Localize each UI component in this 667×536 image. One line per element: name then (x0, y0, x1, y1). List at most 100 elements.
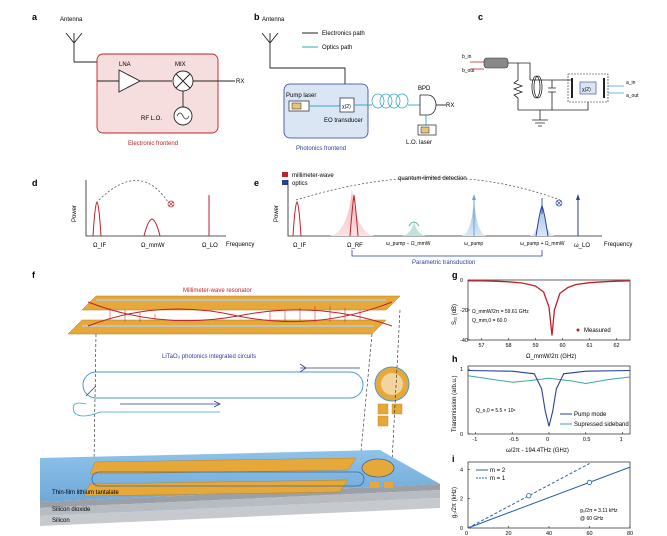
i-markers (526, 479, 593, 499)
h-xtick-label: 1 (620, 437, 623, 443)
e-xlabel: Frequency (604, 242, 632, 248)
resonator-label: Millimeter-wave resonator (183, 288, 252, 294)
panel-d: d Power Frequency Ω_IF Ω_mmW Ω_LO (32, 178, 254, 249)
legend-mm: millimeter-wave (292, 173, 334, 179)
photodetector-icon (419, 94, 437, 116)
chi-label-c: χ(2) (582, 87, 591, 93)
i-xtick-label: 40 (546, 531, 552, 536)
i-at-text: @ 60 GHz (580, 516, 604, 522)
projection-lines (93, 309, 401, 463)
photonics-circuit-label: LiTaO₃ photonics integrated circuits (162, 354, 256, 360)
i-g0-text: g₀/2π = 3.11 kHz (580, 508, 618, 514)
layer-label-2: Silicon dioxide (52, 507, 91, 513)
layer-label-1: Thin-film lithium tantalate (52, 490, 119, 496)
g-freq-text: Ω_mmW/2π = 59.61 GHz (472, 309, 529, 315)
panel-letter-b: b (254, 12, 260, 22)
g-xtick-label: 61 (587, 343, 593, 349)
i-series-m1 (467, 463, 590, 529)
mix-label: MIX (175, 62, 186, 68)
a-out-label: a_out (626, 93, 639, 99)
h-xtick-label: -0.5 (509, 437, 518, 443)
h-series-sideband (467, 375, 631, 385)
rx-label-b: RX (446, 103, 454, 109)
h-series-pump (467, 369, 631, 427)
chi-label-b: χ(2) (342, 104, 351, 110)
if-peak (92, 201, 102, 237)
g-xlabel: Ω_mmW/2π (GHz) (526, 354, 576, 360)
lna-label: LNA (119, 62, 131, 68)
qld-label: quantum-limited detection (398, 176, 467, 182)
panel-letter-c: c (478, 12, 483, 22)
i-series-m2 (467, 466, 631, 529)
e-w-pump: ω_pump (464, 241, 483, 247)
rf-lo-label: RF L.O. (141, 116, 162, 122)
inductor-icon (531, 75, 543, 99)
mmw-resonator-electrodes (67, 295, 401, 335)
legend-optics: optics (292, 181, 308, 187)
lower-sideband-peak (402, 220, 426, 236)
panel-letter-f: f (32, 270, 36, 280)
oscillator-icon (173, 91, 193, 126)
fiber-coil-icon (354, 93, 420, 109)
legend-swatch-optics (282, 180, 288, 185)
antenna-label-a: Antenna (60, 17, 83, 23)
eo-transducer-icon: χ(2) (339, 97, 355, 113)
e-w-lo: ω_LO (574, 243, 590, 249)
i-data-marker (586, 479, 593, 485)
legend-optics-path: Optics path (322, 45, 352, 51)
bpd-label: BPD (418, 86, 431, 92)
a-in-label: a_in (626, 80, 636, 86)
d-omega-if: Ω_IF (93, 243, 106, 249)
coax-cable-icon (483, 57, 509, 69)
g-q-text: Q_mm,0 = 60.0 (472, 318, 507, 324)
h-legend-sideband: Supressed sideband (574, 422, 629, 428)
i-legend-m1: m = 1 (490, 476, 506, 482)
lo-laser-icon (417, 124, 437, 136)
panel-letter-a: a (32, 12, 38, 22)
g-xtick-label: 62 (614, 343, 620, 349)
antenna-label-b: Antenna (262, 17, 285, 23)
g-xtick-label: 59 (533, 343, 539, 349)
h-ytick-label: 0 (460, 432, 463, 438)
d-omega-lo: Ω_LO (202, 243, 218, 249)
panel-letter-g: g (452, 270, 458, 280)
h-xtick-label: 0 (546, 437, 549, 443)
panel-a: a Antenna LNA MIX RX RF L.O. Electronic … (32, 12, 244, 147)
panel-c: c b_in b_out χ(2) a_in a_out (462, 12, 639, 127)
g-xtick-label: 57 (479, 343, 485, 349)
legend-swatch-mm (282, 172, 288, 177)
i-xtick-label: 60 (587, 531, 593, 536)
upper-sideband-peak (530, 198, 554, 236)
panel-f: f Millimeter-wave resonator LiTaO₃ photo… (32, 270, 440, 526)
chi2-resonator-icon: χ(2) (567, 73, 609, 103)
panel-letter-h: h (452, 354, 458, 364)
h-legend-pump: Pump mode (574, 412, 607, 418)
d-ylabel: Power (72, 205, 78, 222)
antenna-icon (65, 32, 97, 63)
pump-laser-icon (288, 100, 310, 112)
h-ylabel: Transmission (arb.u.) (452, 376, 458, 432)
i-ytick-label: 2 (460, 497, 463, 503)
panel-i: i g₀/2π (kHz) m = 2 m = 1 g₀/2π = 3.11 k… (452, 454, 633, 536)
i-xtick-label: 20 (506, 531, 512, 536)
lo-laser-label: L.O. laser (406, 140, 432, 146)
ring-resonator-icon (374, 366, 410, 427)
photonics-frontend-label: Photonics frontend (296, 146, 346, 152)
panel-letter-d: d (32, 178, 38, 188)
e-if-peak (292, 201, 302, 237)
electronic-frontend-label: Electronic frontend (128, 141, 178, 147)
mixing-symbol-icon (167, 200, 175, 208)
panel-g: g S₁₁ (dB) Ω_mmW/2π (GHz) Ω_mmW/2π = 59.… (452, 270, 631, 360)
e-omega-rf: Ω_RF (347, 243, 363, 249)
i-ytick-label: 0 (460, 526, 463, 532)
ground-icon (532, 110, 548, 127)
layer-label-3: Silicon (52, 518, 70, 524)
i-xtick-label: 80 (627, 531, 633, 536)
mmw-peak (143, 218, 161, 237)
h-xtick-label: -1 (472, 437, 477, 443)
mixer-icon (172, 70, 194, 92)
antenna-icon (261, 32, 346, 90)
capacitor-icon (548, 80, 556, 110)
g-series-measured (467, 280, 631, 336)
